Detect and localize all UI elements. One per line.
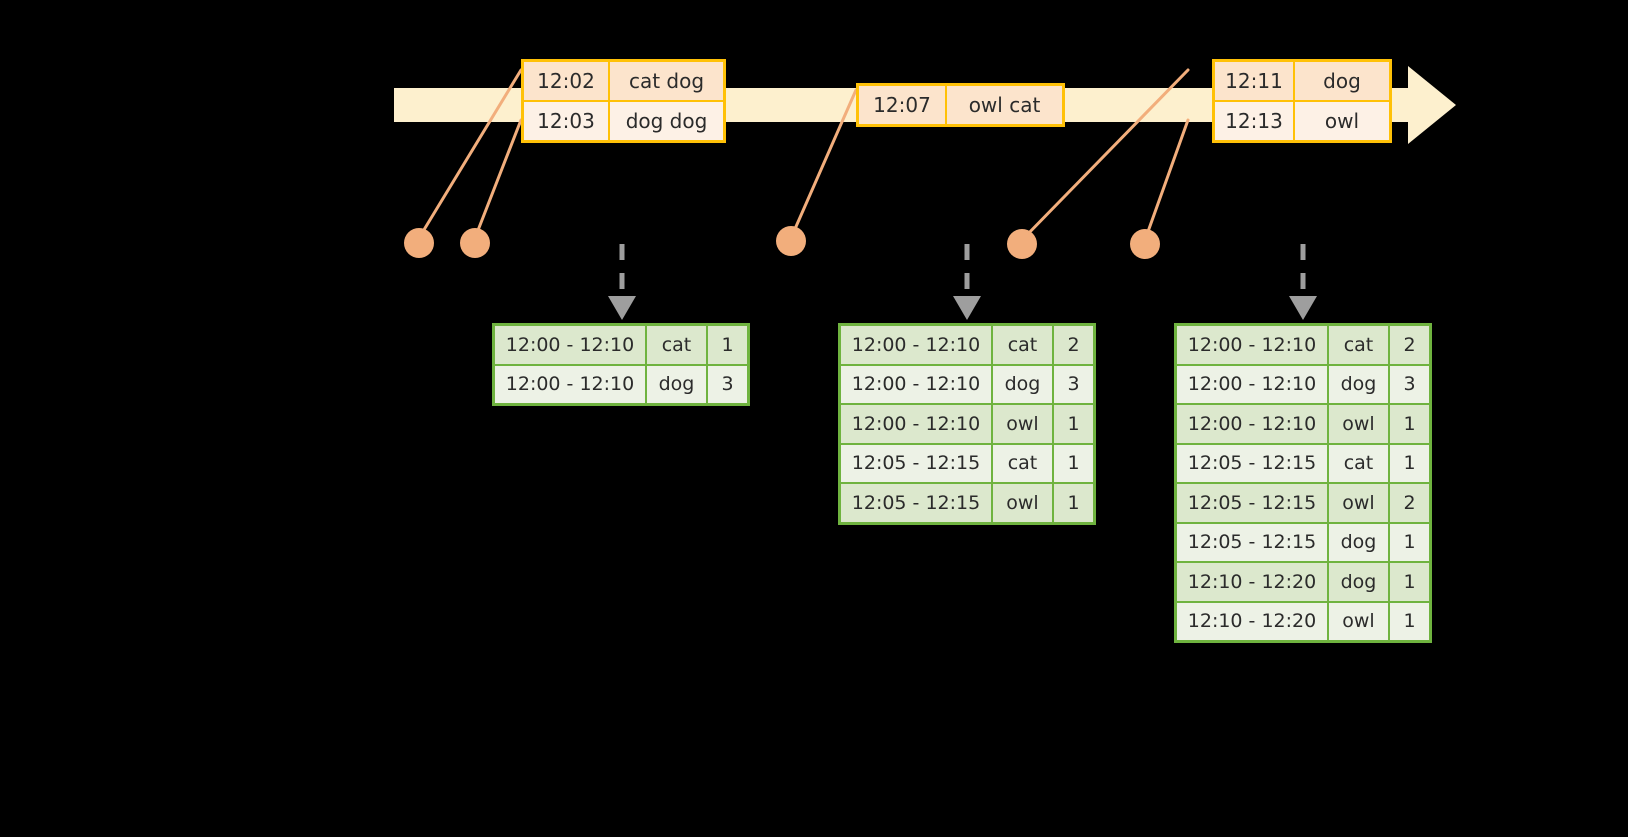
- cell-window: 12:05 - 12:15: [841, 484, 991, 522]
- dashed-arrow-2: [953, 244, 981, 320]
- connector-line-1: [417, 68, 523, 240]
- cell-count: 1: [1388, 563, 1429, 601]
- event-words: cat dog: [610, 62, 723, 100]
- dashed-arrow-3: [1289, 244, 1317, 320]
- cell-word: owl: [1327, 405, 1388, 443]
- cell-window: 12:00 - 12:10: [1177, 326, 1327, 364]
- cell-word: dog: [1327, 365, 1388, 403]
- cell-count: 1: [1388, 405, 1429, 443]
- cell-window: 12:00 - 12:10: [841, 326, 991, 364]
- cell-word: cat: [645, 326, 706, 364]
- event-row: 12:07 owl cat: [859, 86, 1062, 124]
- connector-line-2: [473, 118, 523, 240]
- cell-word: cat: [1327, 326, 1388, 364]
- cell-count: 1: [1388, 444, 1429, 482]
- table-row: 12:10 - 12:20 dog 1: [1177, 561, 1429, 601]
- cell-count: 3: [706, 365, 747, 403]
- cell-word: owl: [991, 484, 1052, 522]
- cell-window: 12:05 - 12:15: [841, 444, 991, 482]
- result-table-1: 12:00 - 12:10 cat 1 12:00 - 12:10 dog 3: [492, 323, 750, 406]
- table-row: 12:00 - 12:10 dog 3: [495, 363, 747, 403]
- event-time: 12:11: [1215, 62, 1295, 100]
- cell-word: dog: [991, 365, 1052, 403]
- event-words: owl cat: [947, 86, 1062, 124]
- event-dot-1: [404, 228, 434, 258]
- event-row: 12:02 cat dog: [524, 62, 723, 100]
- cell-count: 2: [1052, 326, 1093, 364]
- table-row: 12:05 - 12:15 cat 1: [1177, 442, 1429, 482]
- table-row: 12:05 - 12:15 owl 1: [841, 482, 1093, 522]
- table-row: 12:10 - 12:20 owl 1: [1177, 600, 1429, 640]
- cell-count: 1: [1388, 602, 1429, 640]
- event-words: owl: [1295, 102, 1389, 140]
- cell-word: cat: [1327, 444, 1388, 482]
- table-row: 12:00 - 12:10 dog 3: [841, 363, 1093, 403]
- cell-word: cat: [991, 444, 1052, 482]
- event-time: 12:02: [524, 62, 610, 100]
- cell-count: 1: [1052, 444, 1093, 482]
- cell-count: 1: [1052, 484, 1093, 522]
- cell-count: 3: [1388, 365, 1429, 403]
- table-row: 12:00 - 12:10 dog 3: [1177, 363, 1429, 403]
- cell-window: 12:05 - 12:15: [1177, 444, 1327, 482]
- event-time: 12:07: [859, 86, 947, 124]
- cell-word: owl: [1327, 602, 1388, 640]
- cell-count: 2: [1388, 326, 1429, 364]
- table-row: 12:05 - 12:15 dog 1: [1177, 521, 1429, 561]
- event-dot-4: [1007, 229, 1037, 259]
- cell-word: dog: [645, 365, 706, 403]
- cell-window: 12:10 - 12:20: [1177, 602, 1327, 640]
- event-time: 12:03: [524, 102, 610, 140]
- connector-line-3: [789, 88, 858, 240]
- event-dot-5: [1130, 229, 1160, 259]
- cell-window: 12:00 - 12:10: [495, 326, 645, 364]
- table-row: 12:00 - 12:10 owl 1: [1177, 403, 1429, 443]
- cell-window: 12:00 - 12:10: [841, 405, 991, 443]
- cell-window: 12:05 - 12:15: [1177, 484, 1327, 522]
- result-table-2: 12:00 - 12:10 cat 2 12:00 - 12:10 dog 3 …: [838, 323, 1096, 525]
- dashed-arrows: [608, 244, 1317, 320]
- event-group-1: 12:02 cat dog 12:03 dog dog: [521, 59, 726, 143]
- cell-window: 12:10 - 12:20: [1177, 563, 1327, 601]
- dashed-arrow-1: [608, 244, 636, 320]
- cell-count: 1: [1052, 405, 1093, 443]
- cell-window: 12:05 - 12:15: [1177, 523, 1327, 561]
- table-row: 12:05 - 12:15 owl 2: [1177, 482, 1429, 522]
- event-words: dog: [1295, 62, 1389, 100]
- event-dots: [404, 226, 1160, 259]
- event-row: 12:03 dog dog: [524, 100, 723, 140]
- cell-window: 12:00 - 12:10: [1177, 405, 1327, 443]
- cell-word: dog: [1327, 523, 1388, 561]
- table-row: 12:00 - 12:10 cat 1: [495, 326, 747, 364]
- cell-window: 12:00 - 12:10: [495, 365, 645, 403]
- result-table-3: 12:00 - 12:10 cat 2 12:00 - 12:10 dog 3 …: [1174, 323, 1432, 643]
- event-time: 12:13: [1215, 102, 1295, 140]
- event-group-3: 12:11 dog 12:13 owl: [1212, 59, 1392, 143]
- cell-word: owl: [991, 405, 1052, 443]
- cell-count: 1: [1388, 523, 1429, 561]
- event-dot-2: [460, 228, 490, 258]
- cell-count: 2: [1388, 484, 1429, 522]
- connector-line-5: [1143, 118, 1190, 242]
- event-row: 12:11 dog: [1215, 62, 1389, 100]
- cell-window: 12:00 - 12:10: [1177, 365, 1327, 403]
- cell-count: 3: [1052, 365, 1093, 403]
- table-row: 12:00 - 12:10 cat 2: [1177, 326, 1429, 364]
- event-group-2: 12:07 owl cat: [856, 83, 1065, 127]
- event-dot-3: [776, 226, 806, 256]
- cell-word: cat: [991, 326, 1052, 364]
- event-words: dog dog: [610, 102, 723, 140]
- event-row: 12:13 owl: [1215, 100, 1389, 140]
- cell-word: dog: [1327, 563, 1388, 601]
- cell-word: owl: [1327, 484, 1388, 522]
- table-row: 12:00 - 12:10 owl 1: [841, 403, 1093, 443]
- table-row: 12:05 - 12:15 cat 1: [841, 442, 1093, 482]
- table-row: 12:00 - 12:10 cat 2: [841, 326, 1093, 364]
- cell-window: 12:00 - 12:10: [841, 365, 991, 403]
- cell-count: 1: [706, 326, 747, 364]
